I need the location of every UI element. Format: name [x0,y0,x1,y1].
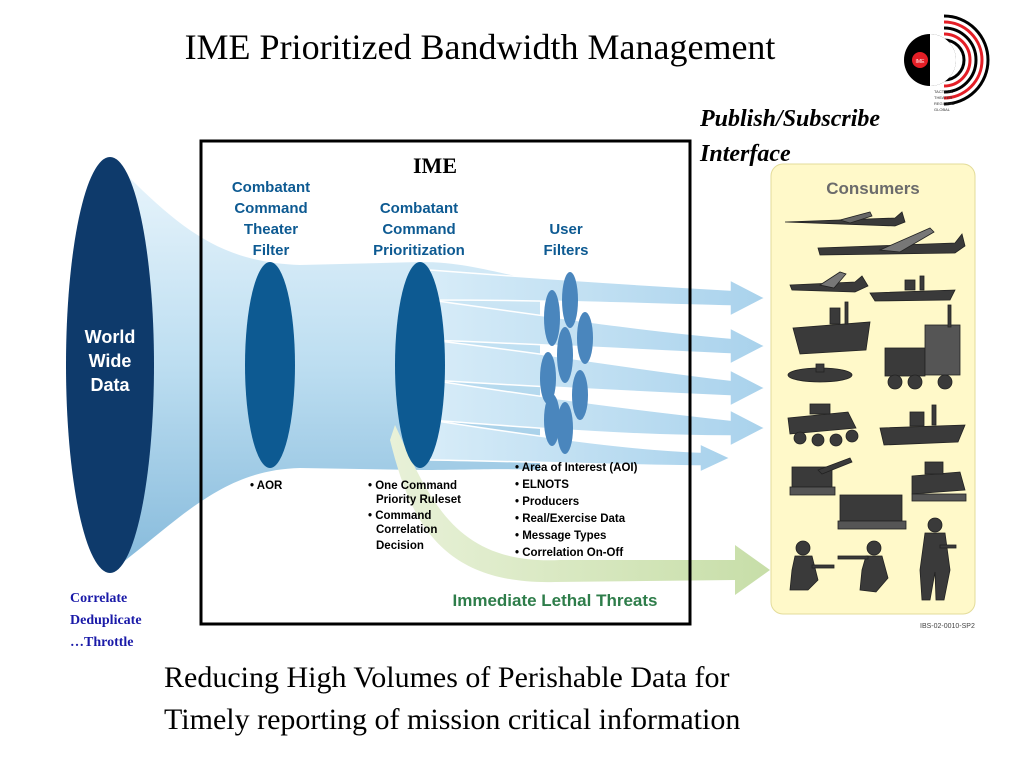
ime-box-label: IME [413,153,457,178]
side-note-line: Correlate [70,591,128,606]
soldier-aiming-icon [837,540,889,593]
user-filters-label: User [549,221,583,238]
user-filters-bullet: • ELNOTS [515,479,569,491]
theater-filter-bullet: • AOR [250,480,283,492]
user-filters-label: Filters [543,242,588,259]
logo-small-line: REGIONAL [934,101,955,106]
prioritization-bullet: Correlation [376,524,437,536]
user-filters-bullet: • Correlation On-Off [515,547,623,559]
slide-title: IME Prioritized Bandwidth Management [184,27,776,67]
patrol-ship-icon [869,275,956,302]
howitzer-icon [789,457,853,496]
data-funnel [110,158,540,572]
publish-subscribe-line-2: Interface [700,141,791,167]
infantry-vehicle-icon [911,461,967,502]
theater-filter-label: Command [234,200,307,217]
consumers-label: Consumers [826,179,920,198]
logo-small-line: GLOBAL [934,107,951,112]
footer-line: Reducing High Volumes of Perishable Data… [164,661,730,694]
user-filter-ellipses [540,272,593,454]
soldier-kneeling-icon [789,540,835,591]
armored-vehicle-icon [787,403,859,447]
immediate-threat-path [390,425,770,595]
bomber-aircraft-icon [784,211,906,227]
side-note-line: Deduplicate [70,613,142,628]
world-wide-data-line: Data [90,375,130,395]
publish-subscribe-label: Publish/Subscribe Interface [700,102,880,172]
soldier-standing-icon [919,517,957,601]
user-filters-bullet: • Area of Interest (AOI) [515,462,638,474]
image-code: IBS-02-0010-SP2 [920,623,975,630]
warship-icon [879,404,966,446]
fighter-jet-icon [789,271,869,293]
submarine-icon [787,363,853,383]
logo-small-line: THEATER [934,95,952,100]
logo-text: IME [916,59,926,65]
immediate-lethal-threats-label: Immediate Lethal Threats [452,591,657,610]
world-wide-data-line: World [85,327,136,347]
prioritization-ellipse [395,262,445,468]
prioritization-label: Combatant [380,200,458,217]
theater-filter-label: Combatant [232,179,310,196]
prioritization-label: Prioritization [373,242,465,259]
world-wide-data-line: Wide [89,351,132,371]
footer-line: Timely reporting of mission critical inf… [164,703,741,736]
missile-launcher-icon [884,304,961,390]
prioritization-label: Command [382,221,455,238]
user-filters-bullet: • Message Types [515,530,606,542]
user-filters-bullet: • Real/Exercise Data [515,513,626,525]
side-note-line: …Throttle [70,635,134,650]
user-filters-bullet: • Producers [515,496,579,508]
prioritization-bullet: Priority Ruleset [376,494,461,506]
tracked-vehicle-icon [837,494,907,530]
world-wide-data-ellipse [66,157,154,573]
logo-rings-icon [943,14,990,106]
ime-box [199,139,692,626]
theater-filter-label: Filter [253,242,290,259]
footer-caption: Reducing High Volumes of Perishable Data… [164,657,740,741]
prioritization-bullet: • Command [368,510,431,522]
prioritization-bullet: Decision [376,540,424,552]
prioritization-bullet: • One Command [368,480,457,492]
theater-filter-label: Theater [244,221,298,238]
aircraft-carrier-icon [792,301,871,355]
side-note: Correlate Deduplicate …Throttle [70,588,142,654]
transport-aircraft-icon [817,227,966,256]
user-filter-streams [429,269,767,474]
publish-subscribe-line-1: Publish/Subscribe [700,106,881,132]
theater-filter-ellipse [245,262,295,468]
ime-logo: IME TACTICAL THEATER REGIONAL GLOBAL [904,14,990,112]
logo-small-line: TACTICAL [934,89,954,94]
